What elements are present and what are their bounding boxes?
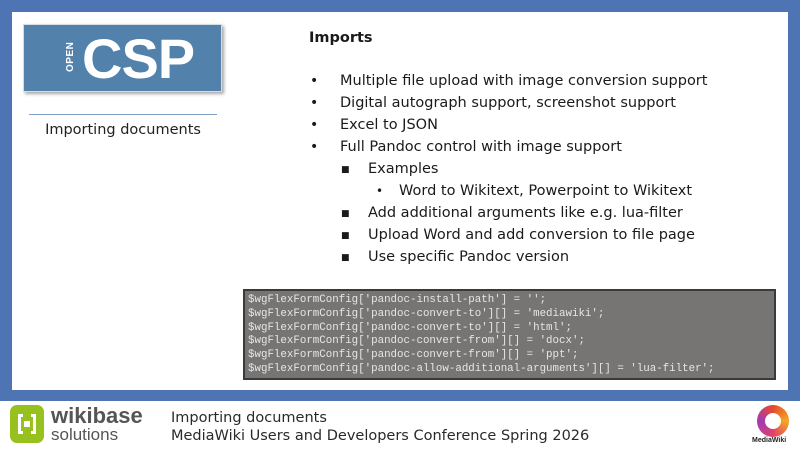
code-line: $wgFlexFormConfig['pandoc-allow-addition… <box>248 362 715 375</box>
footer-line-1: Importing documents <box>171 410 327 426</box>
bullet-icon: ■ <box>341 231 350 241</box>
list-item: ■ Upload Word and add conversion to file … <box>309 224 779 246</box>
bullet-icon: • <box>376 184 384 198</box>
list-item: • Multiple file upload with image convers… <box>309 70 779 92</box>
code-block: $wgFlexFormConfig['pandoc-install-path']… <box>243 289 776 380</box>
bullet-list: • Multiple file upload with image convers… <box>309 70 779 268</box>
content-area: Imports • Multiple file upload with image… <box>309 30 779 268</box>
logo-name: CSP <box>82 27 195 90</box>
bullet-icon: • <box>310 73 319 89</box>
slide-body: OPEN CSP Importing documents Imports • Mu… <box>12 12 788 390</box>
list-item-text: Digital autograph support, screenshot su… <box>340 95 676 111</box>
opencsp-logo: OPEN CSP <box>23 24 222 92</box>
logo-prefix: OPEN <box>65 41 76 72</box>
list-item-text: Examples <box>368 161 439 177</box>
list-item: • Excel to JSON <box>309 114 779 136</box>
mediawiki-label: MediaWiki <box>752 437 787 444</box>
bullet-icon: ■ <box>341 209 350 219</box>
wikibase-sub: solutions <box>51 425 119 444</box>
code-line: $wgFlexFormConfig['pandoc-convert-to'][]… <box>248 321 572 334</box>
bullet-icon: • <box>310 117 319 133</box>
list-item: • Word to Wikitext, Powerpoint to Wikitex… <box>309 180 779 202</box>
section-title: Importing documents <box>45 122 201 138</box>
list-item: ■ Add additional arguments like e.g. lua-… <box>309 202 779 224</box>
code-line: $wgFlexFormConfig['pandoc-convert-from']… <box>248 335 585 348</box>
bullet-icon: • <box>310 139 319 155</box>
divider <box>29 114 217 115</box>
mediawiki-logo-icon <box>757 405 789 437</box>
code-line: $wgFlexFormConfig['pandoc-convert-to'][]… <box>248 307 605 320</box>
list-item-text: Use specific Pandoc version <box>368 249 570 265</box>
list-item: ■ Examples <box>309 158 779 180</box>
wikibase-logo-icon <box>10 405 44 443</box>
list-item-text: Excel to JSON <box>340 117 438 133</box>
bullet-icon: ■ <box>341 165 350 175</box>
slide-heading: Imports <box>309 30 373 46</box>
footer-line-2: MediaWiki Users and Developers Conferenc… <box>171 428 590 444</box>
list-item-text: Add additional arguments like e.g. lua-f… <box>368 205 683 221</box>
list-item: • Digital autograph support, screenshot s… <box>309 92 779 114</box>
code-line: $wgFlexFormConfig['pandoc-convert-from']… <box>248 349 579 362</box>
list-item: ■ Use specific Pandoc version <box>309 246 779 268</box>
list-item-text: Multiple file upload with image conversi… <box>340 73 708 89</box>
list-item-text: Full Pandoc control with image support <box>340 139 622 155</box>
bullet-icon: • <box>310 95 319 111</box>
code-line: $wgFlexFormConfig['pandoc-install-path']… <box>248 294 547 306</box>
wikibase-brand: wikibase <box>51 403 143 428</box>
list-item: • Full Pandoc control with image support <box>309 136 779 158</box>
list-item-text: Upload Word and add conversion to file p… <box>368 227 695 243</box>
footer-text: Importing documents MediaWiki Users and … <box>171 409 589 445</box>
bullet-icon: ■ <box>341 253 350 263</box>
list-item-text: Word to Wikitext, Powerpoint to Wikitext <box>399 183 693 199</box>
